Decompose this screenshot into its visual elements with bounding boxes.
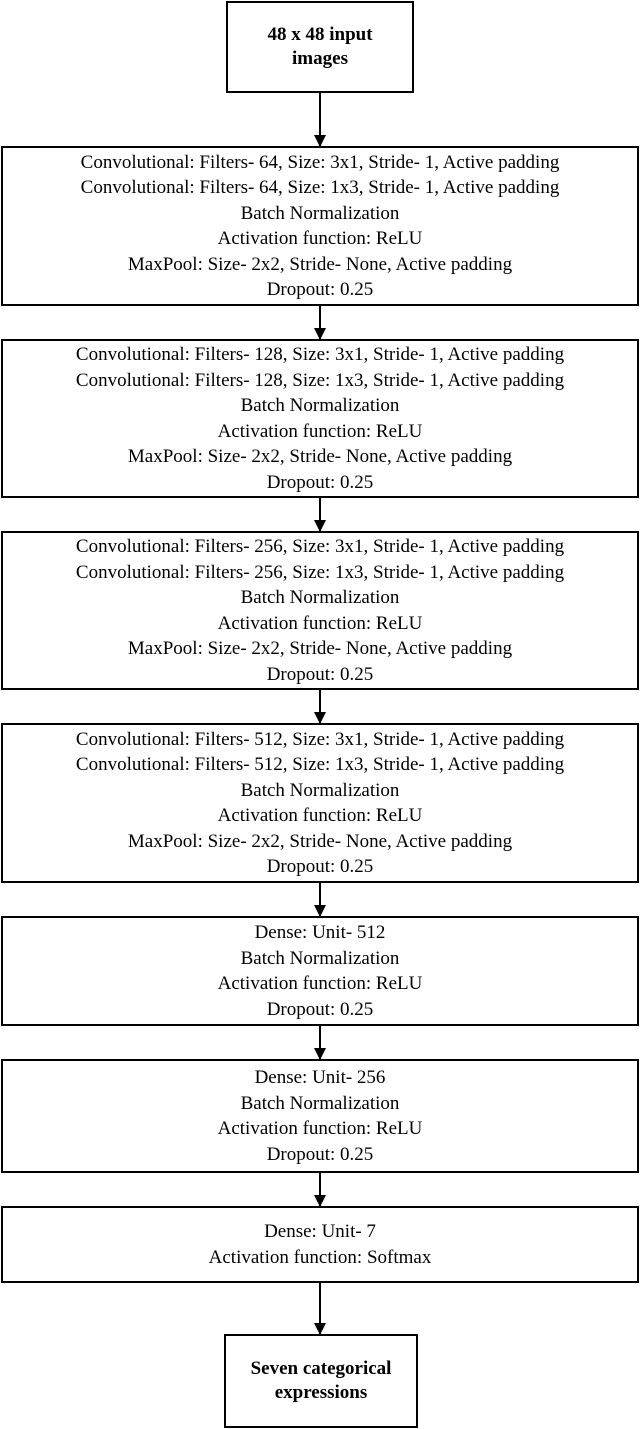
arrow-block-7-to-output bbox=[319, 1283, 321, 1334]
dense-block-512-line-3: Activation function: ReLU bbox=[217, 973, 423, 994]
conv-block-256-line-5: MaxPool: Size- 2x2, Stride- None, Active… bbox=[127, 638, 513, 659]
conv-block-128-line-6: Dropout: 0.25 bbox=[266, 471, 374, 493]
conv-block-128: Convolutional: Filters- 128, Size: 3x1, … bbox=[1, 339, 639, 498]
conv-block-64-line-6: Dropout: 0.25 bbox=[266, 279, 374, 300]
conv-block-512-line-5: MaxPool: Size- 2x2, Stride- None, Active… bbox=[127, 830, 513, 852]
input-images-node: 48 x 48 input images bbox=[226, 1, 414, 93]
conv-block-256-line-6: Dropout: 0.25 bbox=[266, 663, 374, 685]
arrow-block-4-to-block-5 bbox=[319, 883, 321, 916]
output-expressions-label-line-2: expressions bbox=[274, 1382, 368, 1403]
conv-block-512-line-3: Batch Normalization bbox=[240, 779, 400, 801]
conv-block-128-line-5: MaxPool: Size- 2x2, Stride- None, Active… bbox=[127, 446, 513, 467]
dense-block-512: Dense: Unit- 512 Batch Normalization Act… bbox=[1, 916, 639, 1026]
conv-block-64-line-3: Batch Normalization bbox=[240, 202, 400, 224]
conv-block-512-line-2: Convolutional: Filters- 512, Size: 1x3, … bbox=[75, 754, 565, 775]
dense-block-512-line-4: Dropout: 0.25 bbox=[266, 998, 374, 1020]
dense-block-256: Dense: Unit- 256 Batch Normalization Act… bbox=[1, 1059, 639, 1173]
output-expressions-node: Seven categorical expressions bbox=[224, 1334, 418, 1428]
conv-block-64-line-5: MaxPool: Size- 2x2, Stride- None, Active… bbox=[127, 253, 513, 275]
conv-block-512-line-1: Convolutional: Filters- 512, Size: 3x1, … bbox=[75, 728, 565, 750]
dense-block-256-line-2: Batch Normalization bbox=[240, 1092, 400, 1114]
arrow-block-5-to-block-6 bbox=[319, 1026, 321, 1059]
dense-block-512-line-1: Dense: Unit- 512 bbox=[254, 922, 386, 943]
dense-block-256-line-3: Activation function: ReLU bbox=[217, 1118, 423, 1139]
conv-block-64-line-4: Activation function: ReLU bbox=[217, 228, 423, 249]
conv-block-256-line-3: Batch Normalization bbox=[240, 587, 400, 608]
dense-block-7-line-1: Dense: Unit- 7 bbox=[264, 1221, 376, 1242]
conv-block-256: Convolutional: Filters- 256, Size: 3x1, … bbox=[1, 531, 639, 690]
dense-block-7-line-2: Activation function: Softmax bbox=[208, 1246, 432, 1268]
conv-block-512-line-4: Activation function: ReLU bbox=[217, 805, 423, 826]
conv-block-64: Convolutional: Filters- 64, Size: 3x1, S… bbox=[1, 146, 639, 306]
arrow-block-2-to-block-3 bbox=[319, 498, 321, 531]
dense-block-512-line-2: Batch Normalization bbox=[240, 947, 400, 969]
input-images-label-line-2: images bbox=[292, 48, 348, 69]
conv-block-128-line-3: Batch Normalization bbox=[240, 395, 400, 416]
conv-block-64-line-2: Convolutional: Filters- 64, Size: 1x3, S… bbox=[80, 177, 560, 198]
conv-block-256-line-1: Convolutional: Filters- 256, Size: 3x1, … bbox=[75, 536, 565, 557]
conv-block-256-line-2: Convolutional: Filters- 256, Size: 1x3, … bbox=[75, 561, 565, 583]
dense-block-256-line-4: Dropout: 0.25 bbox=[266, 1143, 374, 1165]
conv-block-128-line-4: Activation function: ReLU bbox=[217, 420, 423, 442]
conv-block-256-line-4: Activation function: ReLU bbox=[217, 612, 423, 634]
arrow-block-6-to-block-7 bbox=[319, 1173, 321, 1206]
arrow-input-to-block-1 bbox=[319, 93, 321, 146]
conv-block-128-line-1: Convolutional: Filters- 128, Size: 3x1, … bbox=[75, 344, 565, 365]
output-expressions-label-line-1: Seven categorical bbox=[250, 1358, 392, 1379]
dense-block-256-line-1: Dense: Unit- 256 bbox=[254, 1067, 386, 1088]
conv-block-512: Convolutional: Filters- 512, Size: 3x1, … bbox=[1, 723, 639, 883]
conv-block-512-line-6: Dropout: 0.25 bbox=[266, 856, 374, 877]
arrow-block-3-to-block-4 bbox=[319, 690, 321, 723]
conv-block-128-line-2: Convolutional: Filters- 128, Size: 1x3, … bbox=[75, 369, 565, 391]
dense-block-7: Dense: Unit- 7 Activation function: Soft… bbox=[1, 1206, 639, 1283]
input-images-label-line-1: 48 x 48 input bbox=[267, 24, 373, 45]
arrow-block-1-to-block-2 bbox=[319, 306, 321, 339]
conv-block-64-line-1: Convolutional: Filters- 64, Size: 3x1, S… bbox=[80, 151, 560, 173]
